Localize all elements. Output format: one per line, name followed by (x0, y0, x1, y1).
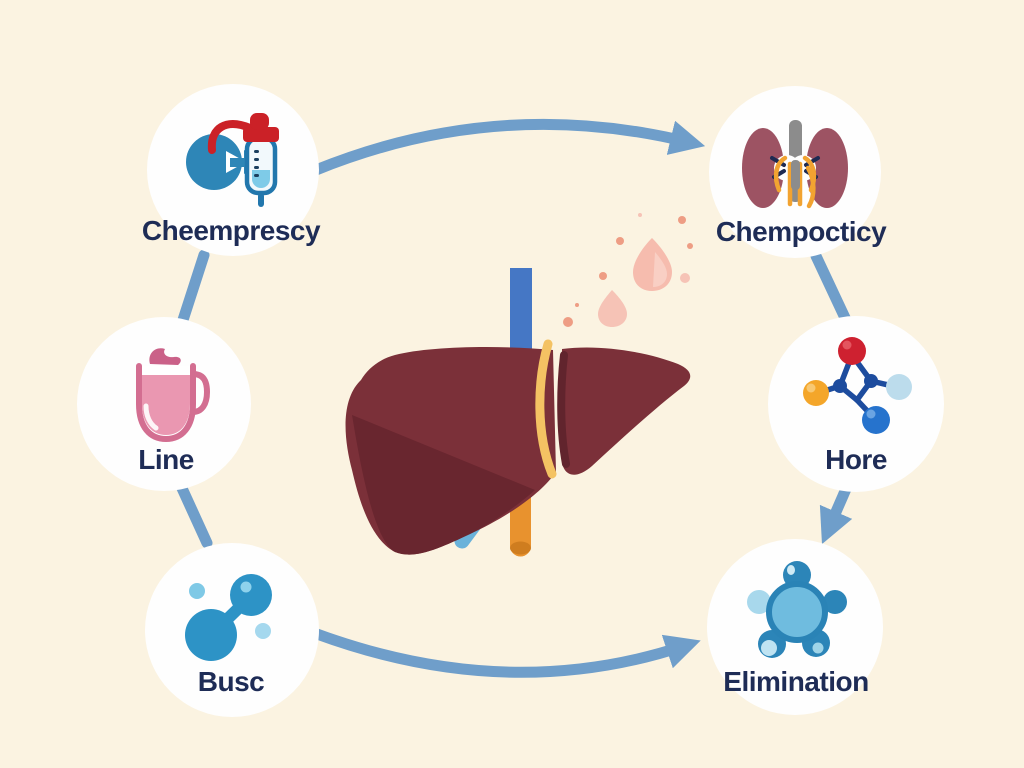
connector-left-bottom (175, 480, 213, 549)
label-middle-left: Line (138, 444, 194, 475)
liver-vein-blue (510, 268, 532, 360)
node-circle-middle-right (768, 316, 944, 492)
liver-right-lobe (562, 347, 691, 475)
kidneys-icon (742, 120, 848, 209)
label-bottom-right: Elimination (723, 666, 868, 697)
connector-right-top (810, 250, 852, 326)
arrow-top (310, 118, 706, 176)
droplet-dot (575, 303, 579, 307)
pink-container-icon (136, 348, 211, 443)
node-labels: Cheemprescy Chempocticy Line Hore Busc E… (138, 215, 887, 697)
label-middle-right: Hore (825, 444, 887, 475)
droplet-small (598, 290, 627, 327)
liver-illustration (345, 268, 691, 557)
arrow-bottom (311, 628, 701, 678)
pink-droplets (563, 213, 693, 327)
molecule-atoms-icon (803, 337, 912, 434)
label-bottom-left: Busc (198, 666, 264, 697)
liver-ligament-band (535, 339, 557, 479)
droplet-large (633, 238, 672, 291)
droplet-dot (599, 272, 607, 280)
droplet-dot (678, 216, 686, 224)
droplet-dot (563, 317, 573, 327)
label-top-right: Chempocticy (716, 216, 887, 247)
droplet-dot (687, 243, 693, 249)
chemo-infusion-pump-icon (186, 113, 279, 207)
blue-molecule-icon (185, 574, 272, 661)
liver-lower-shading (352, 415, 535, 555)
droplet-dot (638, 213, 642, 217)
cell-cluster-icon (747, 561, 847, 658)
droplet-dot (616, 237, 624, 245)
droplet-dot (680, 273, 690, 283)
liver-right-lobe-shadow (557, 351, 570, 468)
connector-left-top (177, 249, 210, 326)
label-top-left: Cheemprescy (142, 215, 321, 246)
